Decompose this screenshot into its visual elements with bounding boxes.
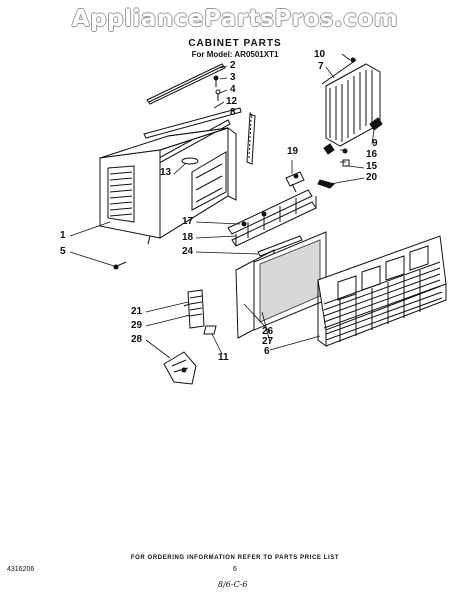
callout-3: 3 [230,72,236,83]
callout-28: 28 [131,334,143,345]
part-24 [257,235,303,257]
diagram-title: CABINET PARTS [188,38,282,49]
callout-10: 10 [314,49,326,60]
part-9 [369,117,383,131]
callout-5: 5 [60,246,66,257]
callout-12: 12 [226,96,238,107]
leader-lines [69,53,375,359]
watermark: AppliancePartsPros.com [71,6,399,32]
callout-2: 2 [230,60,236,71]
part-side-curtain [321,57,381,147]
part-filter [235,231,327,339]
callout-6: 6 [264,346,270,357]
ordering-note: FOR ORDERING INFORMATION REFER TO PARTS … [130,555,340,561]
callout-9: 9 [372,138,378,149]
callout-18: 18 [182,232,194,243]
part-screw-5 [113,261,127,270]
callout-17: 17 [182,216,194,227]
callout-27: 27 [262,336,274,347]
callout-4: 4 [230,84,236,95]
callout-19: 19 [287,146,299,157]
callout-24: 24 [182,246,194,257]
callout-20: 20 [366,172,378,183]
model-subtitle: For Model: AR0501XT1 [191,50,279,59]
callout-8: 8 [230,107,236,118]
callout-16: 16 [366,149,378,160]
part-front-grille [317,235,447,347]
document-number: 4316206 [7,566,35,573]
callout-26: 26 [262,326,274,337]
part-control-pieces [163,289,217,385]
part-screws-3-4 [213,75,221,101]
handwritten-note: 8/6-C-6 [218,580,248,589]
part-top-rail [146,63,226,105]
callout-11: 11 [218,352,229,363]
callout-7: 7 [318,61,324,72]
page-number: 6 [233,566,237,573]
part-hardware-15-16-20 [317,143,350,189]
callout-15: 15 [366,161,378,172]
callout-1: 1 [60,230,66,241]
part-rail-assembly [227,171,317,247]
callout-21: 21 [131,306,143,317]
callout-13: 13 [160,167,172,178]
part-cabinet [99,127,237,245]
callout-29: 29 [131,320,143,331]
